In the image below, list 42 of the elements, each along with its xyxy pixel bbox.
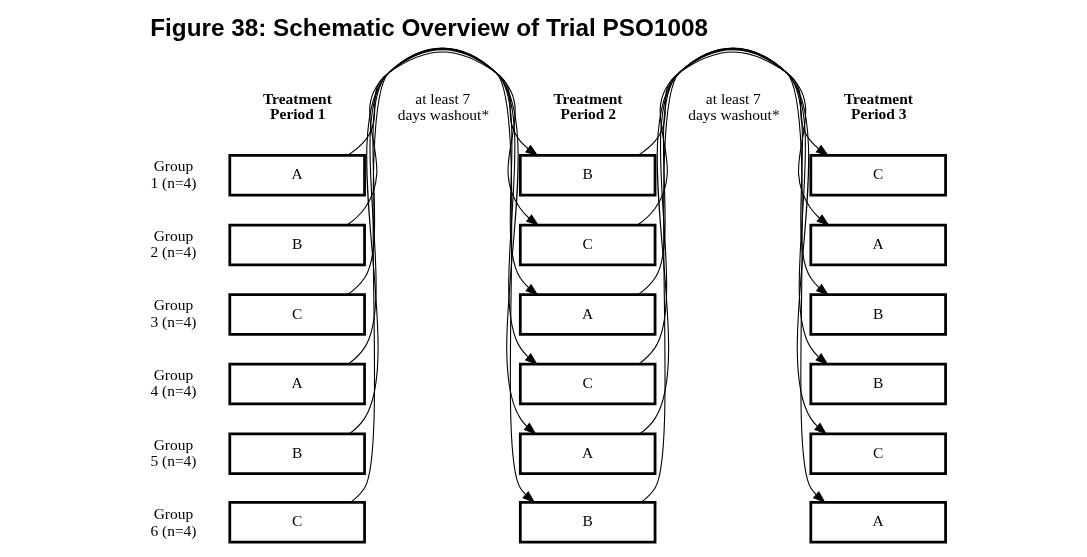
node-box: A: [809, 500, 947, 544]
node-box: B: [518, 500, 657, 544]
arrow: [640, 47, 826, 504]
arrow: [346, 49, 540, 227]
node-box: A: [228, 154, 366, 197]
node-box: A: [518, 432, 657, 475]
node-box: A: [518, 293, 657, 336]
arrow: [638, 47, 829, 366]
node-box: C: [518, 223, 657, 267]
arrow: [639, 47, 828, 435]
node-box: C: [518, 362, 657, 406]
node-box: B: [228, 223, 366, 267]
node-box: B: [809, 362, 947, 406]
label: Treatment Period 2: [553, 89, 623, 123]
node-box: B: [228, 432, 366, 475]
node-box: B: [518, 154, 657, 197]
label: at least 7 days washout*: [688, 89, 780, 124]
label: Treatment Period 3: [843, 89, 913, 123]
arrow: [347, 48, 539, 296]
arrow: [348, 47, 537, 435]
label: Group 1 (n=4): [150, 157, 197, 191]
arrow: [347, 47, 539, 366]
label: Group 4 (n=4): [150, 365, 197, 400]
arrow: [347, 51, 539, 157]
arrow: [350, 47, 536, 504]
node-box: C: [809, 432, 947, 475]
label: Treatment Period 1: [262, 89, 332, 123]
node-box: A: [228, 362, 366, 406]
node-box: C: [809, 154, 947, 197]
arrow: [637, 51, 829, 157]
node-box: B: [809, 293, 947, 336]
label: Group 2 (n=4): [150, 226, 197, 261]
label: Group 6 (n=4): [150, 505, 197, 539]
label: at least 7 days washout*: [397, 89, 490, 124]
arrow: [636, 49, 830, 227]
arrow: [637, 48, 830, 296]
node-box: A: [809, 223, 947, 267]
node-box: C: [228, 293, 366, 336]
label: Group 3 (n=4): [150, 296, 197, 330]
label: Group 5 (n=4): [150, 435, 197, 470]
diagram-title: Figure 38: Schematic Overview of Trial PSO1008: [150, 13, 708, 41]
node-box: C: [228, 500, 366, 544]
